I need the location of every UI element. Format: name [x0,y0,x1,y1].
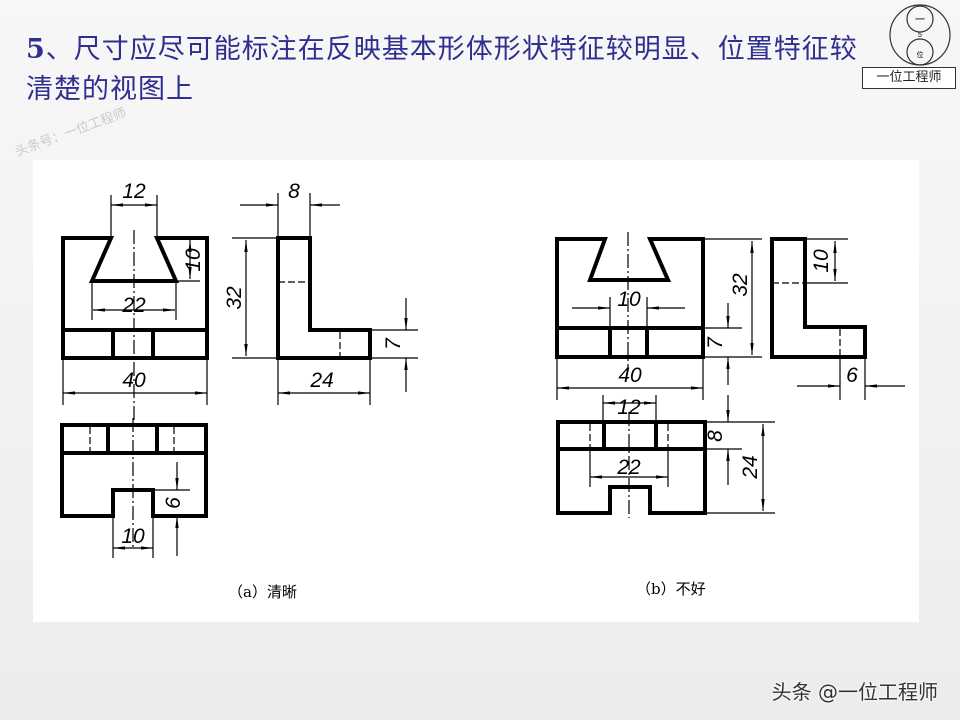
footer-watermark: 头条 @一位工程师 [771,680,938,704]
dim-b-12: 12 [617,396,641,419]
dim-a-10-top: 10 [121,525,145,548]
view-a-front-dims [62,195,208,420]
view-b-front [555,237,705,359]
logo-icon: 一 5 位 [889,4,951,66]
dim-a-22: 22 [121,294,146,317]
dim-a-40: 40 [122,369,146,392]
dim-b-7: 7 [704,336,727,349]
dim-a-10: 10 [182,248,205,272]
view-b-side [770,237,867,359]
view-b-top [556,420,707,515]
svg-text:5: 5 [918,32,922,39]
dim-a-12: 12 [122,180,146,203]
view-b-front-dims [556,232,762,400]
view-b-top-dims [589,395,775,518]
svg-text:位: 位 [917,50,924,59]
dim-b-22: 22 [616,456,641,479]
dim-a-6: 6 [162,497,185,509]
caption-b: （b）不好 [636,580,706,598]
dim-b-32: 32 [729,273,752,297]
dim-a-24: 24 [309,369,333,392]
view-a-top-dims [89,418,190,558]
dim-a-8: 8 [288,180,300,203]
dim-b-10-side: 10 [810,249,833,273]
dim-b-8: 8 [704,430,727,442]
svg-text:一: 一 [915,15,925,26]
slide-title: 5、尺寸应尽可能标注在反映基本形体形状特征较明显、位置特征较清楚的视图上 [26,34,858,105]
view-a-front [61,236,209,360]
logo-label: 一位工程师 [862,67,956,89]
dim-b-24: 24 [739,455,762,479]
dim-b-10: 10 [617,288,641,311]
caption-a: （a）清晰 [228,583,297,601]
dim-b-40: 40 [618,364,642,387]
view-a-side [276,236,372,360]
view-a-side-dims [232,193,418,405]
dim-a-7: 7 [382,337,405,350]
dim-b-6: 6 [846,364,858,387]
view-b-side-dims [772,238,905,400]
view-a-top [60,423,208,518]
dim-a-32: 32 [223,286,246,310]
